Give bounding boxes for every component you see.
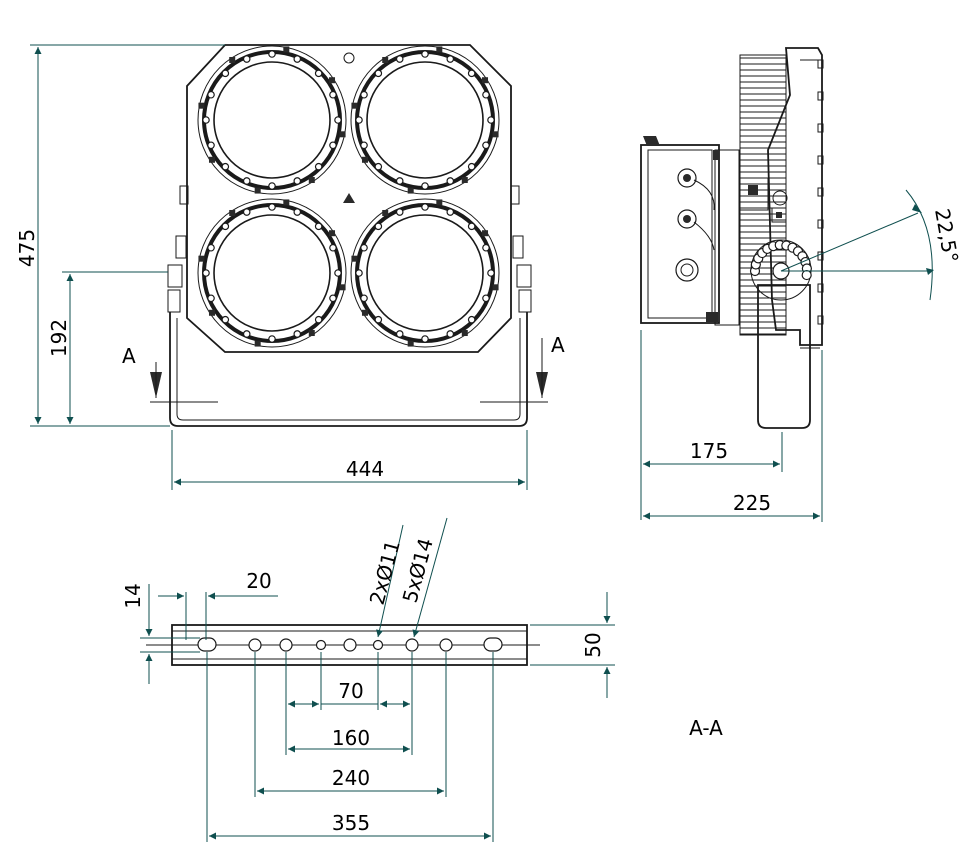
dim-depth-225: 225 xyxy=(733,491,771,515)
dim-thickness-14: 14 xyxy=(121,583,145,608)
dim-depth-175: 175 xyxy=(690,439,728,463)
front-view: A A 475 192 444 xyxy=(15,44,565,490)
bracket-arm xyxy=(757,284,811,429)
section-title: A-A xyxy=(689,716,723,740)
dim-mount-192: 192 xyxy=(47,319,71,357)
side-view: 22,5° 175 225 xyxy=(640,47,963,522)
dim-spacing-355: 355 xyxy=(332,811,370,835)
section-mark-right: A xyxy=(551,333,565,357)
pivot-bolt-ring xyxy=(749,239,812,281)
dim-width-50: 50 xyxy=(581,632,605,657)
dim-spacing-160: 160 xyxy=(332,726,370,750)
bracket-view: 14 20 2xØ11 5xØ14 50 70 160 xyxy=(121,517,615,842)
section-mark-left: A xyxy=(122,344,136,368)
dim-width-444: 444 xyxy=(346,457,384,481)
mounting-bracket xyxy=(169,312,528,427)
housing-bolts xyxy=(198,46,499,347)
side-housing xyxy=(767,47,823,346)
dim-height-475: 475 xyxy=(15,229,39,267)
lens-module-bottom-right xyxy=(350,198,500,348)
lens-module-top-right xyxy=(350,45,500,195)
driver-box xyxy=(640,144,720,324)
housing-outline xyxy=(186,44,512,353)
dim-edge-20: 20 xyxy=(246,569,271,593)
lens-module-bottom-left xyxy=(197,198,347,348)
dim-angle-22-5: 22,5° xyxy=(930,207,963,265)
dim-spacing-240: 240 xyxy=(332,766,370,790)
lens-module-top-left xyxy=(197,45,347,195)
heatsink-fins xyxy=(740,57,786,335)
dim-spacing-70: 70 xyxy=(338,679,363,703)
